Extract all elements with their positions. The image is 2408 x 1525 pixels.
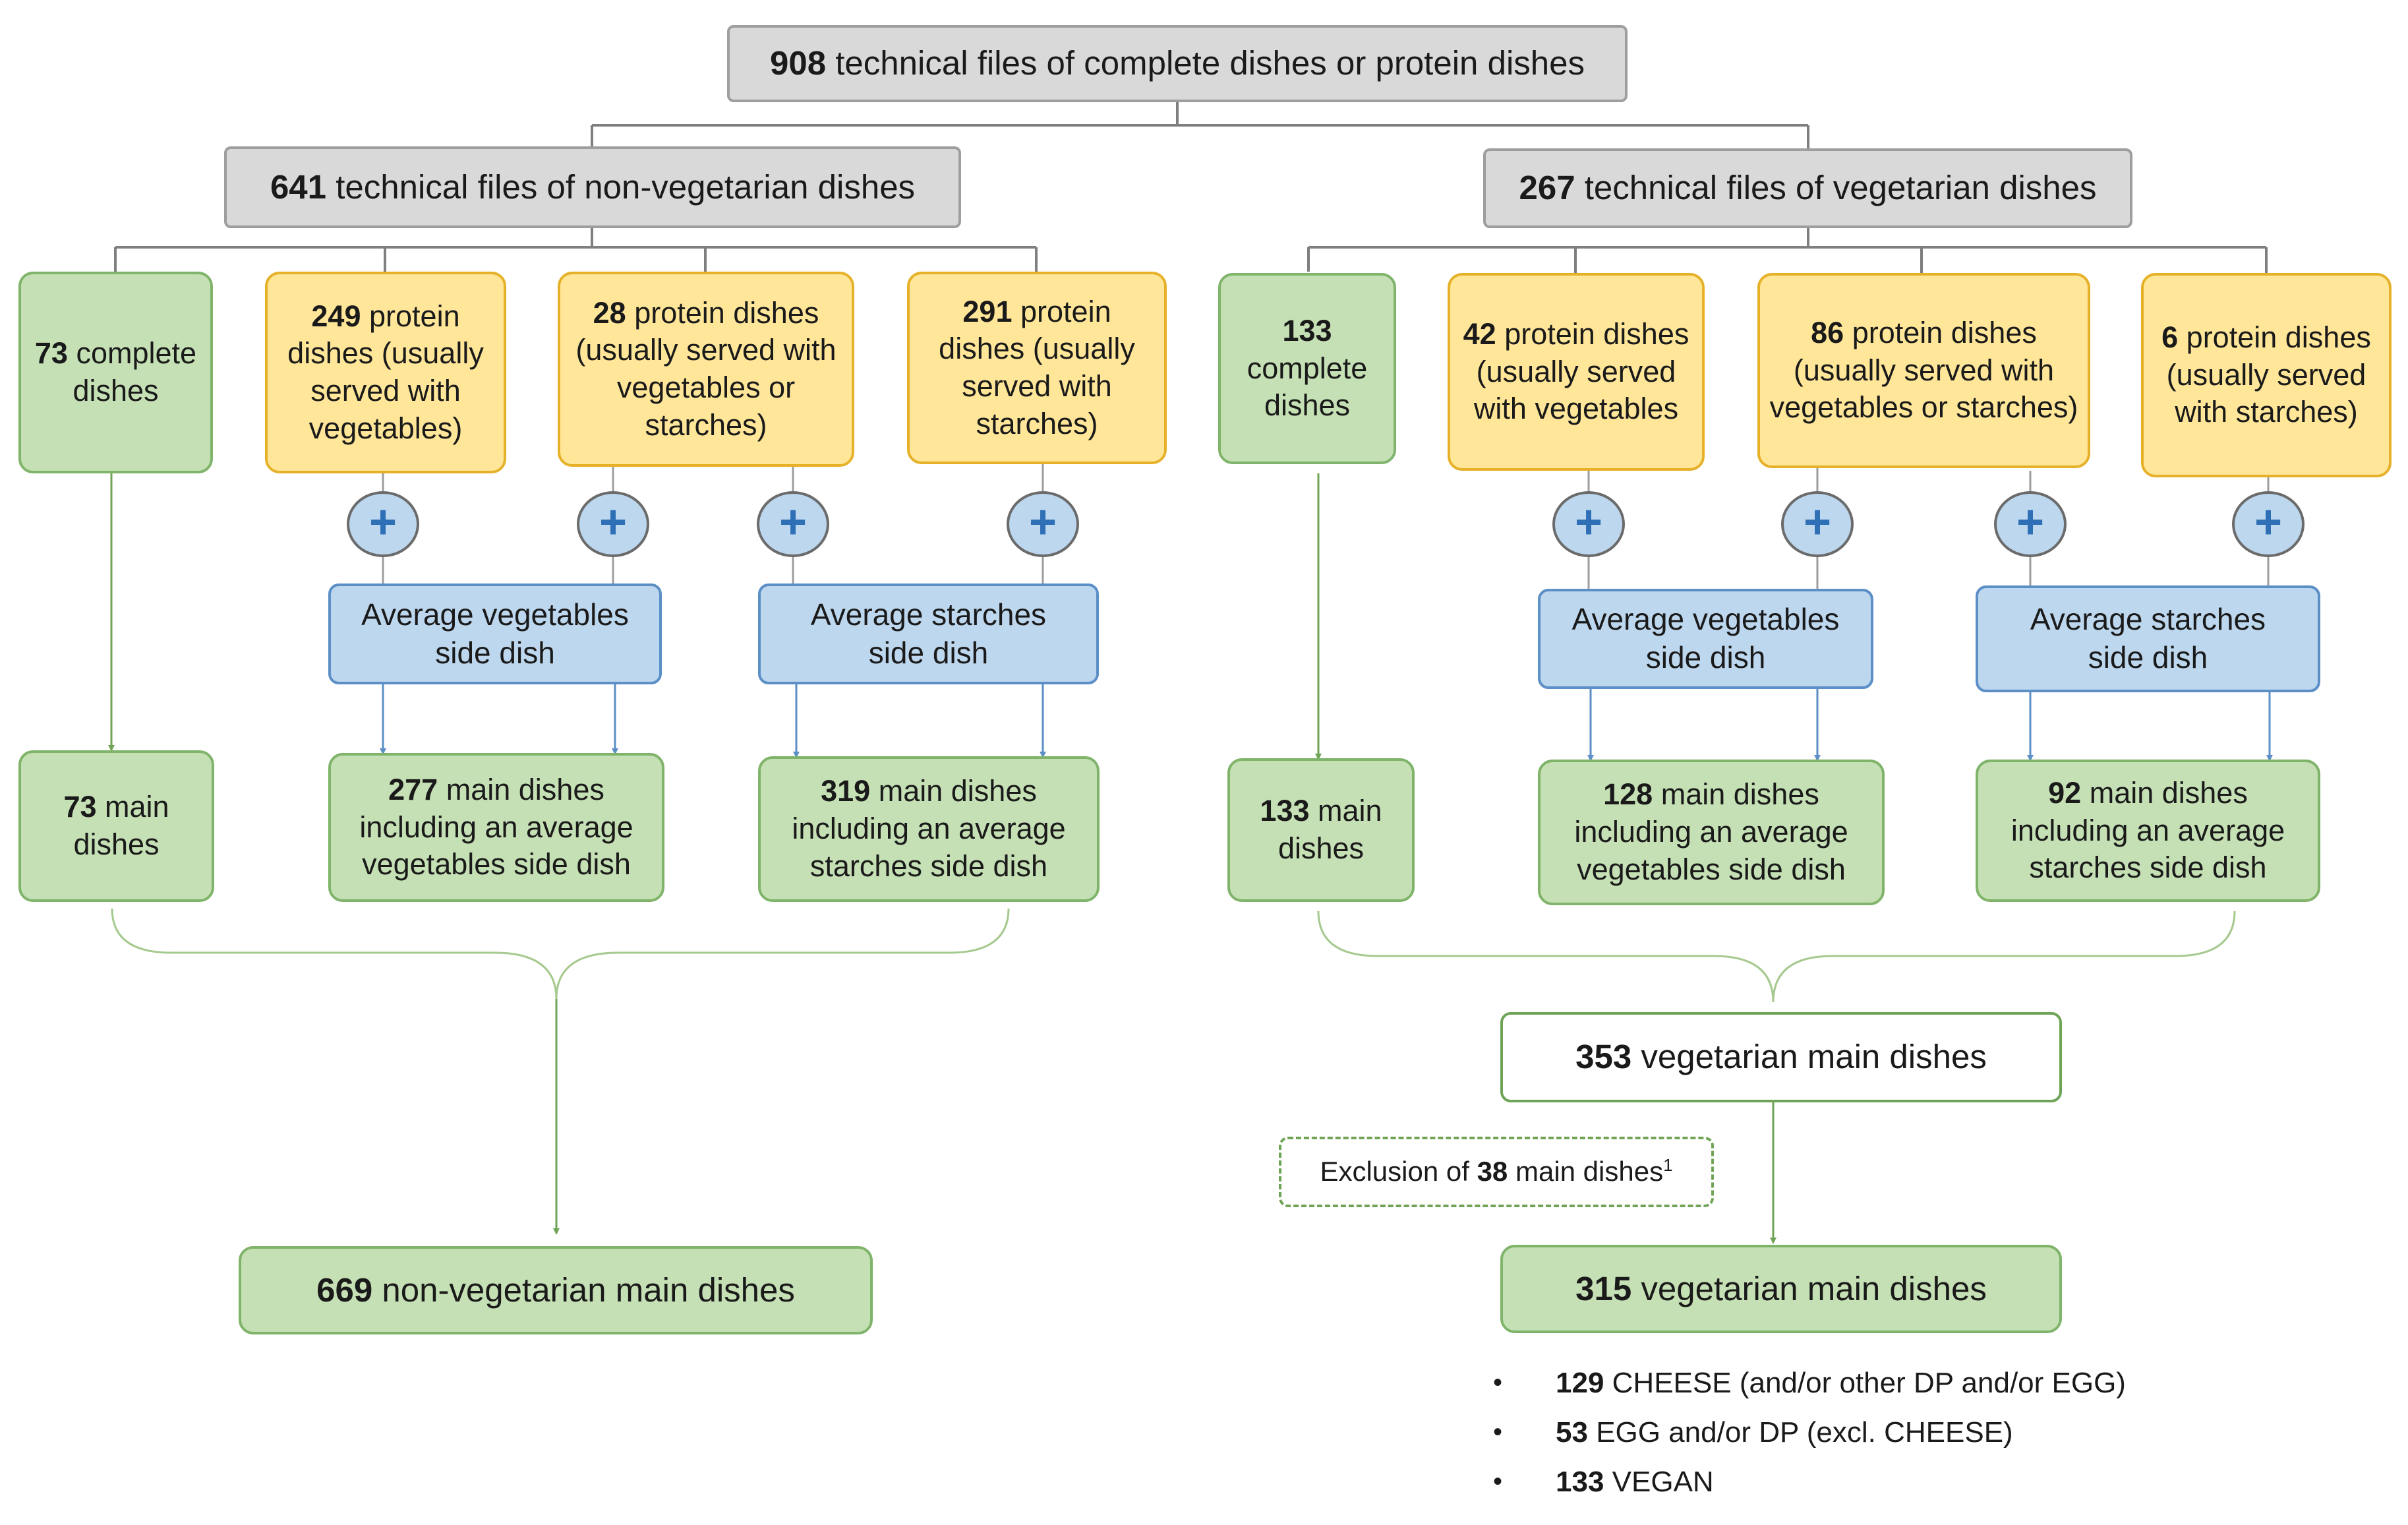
plus-connectors [382,464,2270,589]
plus-icon: + [577,491,649,557]
plus-icon: + [347,491,419,557]
list-item: • 129 CHEESE (and/or other DP and/or EGG… [1493,1366,2126,1399]
braces [111,908,2236,1003]
list-item: • 133 VEGAN [1493,1465,1714,1498]
root-box: 908 technical files of complete dishes o… [727,25,1628,102]
list-item: • 53 EGG and/or DP (excl. CHEESE) [1493,1416,2013,1449]
vegetarian-header-box: 267 technical files of vegetarian dishes [1483,148,2132,228]
veg-total-box: 315 vegetarian main dishes [1500,1245,2062,1333]
bullet-icon: • [1493,1467,1503,1496]
bullet-icon: • [1493,1418,1503,1447]
bullet-icon: • [1493,1368,1503,1397]
plus-icon: + [757,491,829,557]
vegetarian-subtotal-box: 353 vegetarian main dishes [1500,1012,2062,1102]
plus-icon: + [2232,491,2305,557]
non-vegetarian-header-box: 641 technical files of non-vegetarian di… [224,146,961,228]
tree-connectors [114,102,2268,278]
exclusion-note: Exclusion of 38 main dishes1 [1279,1137,1714,1207]
plus-icon: + [1552,491,1625,557]
plus-icon: + [1781,491,1854,557]
nonveg-total-box: 669 non-vegetarian main dishes [239,1246,873,1334]
vegetarian-breakdown-list: • 129 CHEESE (and/or other DP and/or EGG… [1493,1358,2126,1507]
plus-icon: + [1994,491,2067,557]
green-arrows [108,473,1777,1244]
blue-arrows [380,684,2273,762]
plus-icon: + [1007,491,1079,557]
